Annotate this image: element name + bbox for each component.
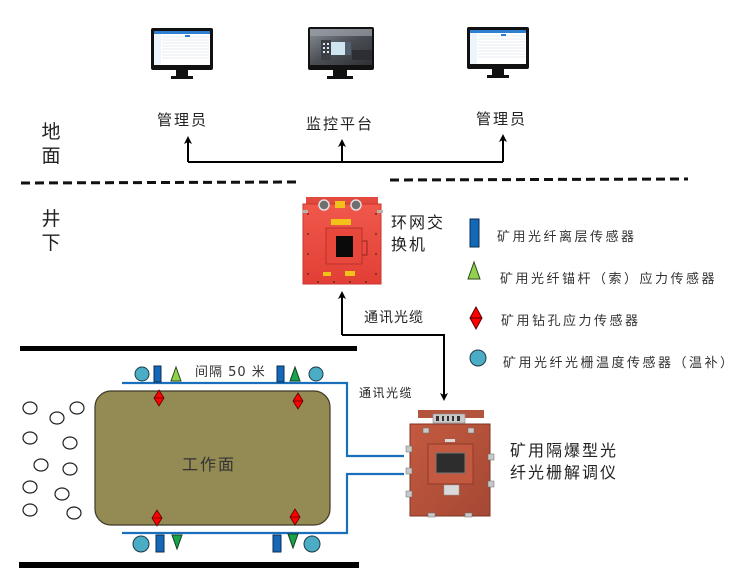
- monitor-screen: [154, 31, 210, 65]
- monitor-screen: [470, 30, 526, 64]
- temperature-sensor: [132, 535, 150, 553]
- separation-sensor: [272, 534, 282, 553]
- goaf-circle: [33, 458, 49, 472]
- separation-sensor: [276, 365, 285, 383]
- borehole-stress-sensors: [151, 389, 304, 527]
- legend-separation-sensor-icon: [469, 218, 480, 248]
- anchor-stress-sensor: [289, 365, 301, 382]
- demodulator-label: 矿用隔爆型光 纤光栅解调仪: [510, 440, 640, 484]
- zone-label-surface: 地面: [41, 121, 61, 167]
- branch-cable-top: [122, 381, 404, 458]
- temperature-sensor: [134, 366, 150, 382]
- goaf-circle: [62, 436, 78, 450]
- branch-cable-label: 通讯光缆: [359, 386, 414, 400]
- demodulator-label-plate: [443, 484, 460, 496]
- monitor-neck: [492, 69, 504, 75]
- borehole-sensor-bottom-left: [151, 509, 163, 527]
- goaf-circle: [22, 480, 38, 494]
- ma-safety-plate: [335, 201, 345, 208]
- main-cable-label: 通讯光缆: [364, 310, 424, 326]
- switch-window: [336, 236, 353, 257]
- bottom-roadway-sensors: [132, 533, 321, 553]
- legend-anchor-stress-sensor-icon: [467, 260, 481, 280]
- temperature-sensor: [308, 366, 324, 382]
- branch-cable-bottom: [122, 472, 404, 535]
- legend-icons: [467, 218, 487, 367]
- table-lines: [162, 36, 209, 59]
- goaf-circle: [62, 462, 78, 476]
- roadway-wall-bottom: [19, 562, 359, 568]
- legend-label-temperature-sensor: 矿用光纤光栅温度传感器（温补）: [503, 356, 736, 371]
- demodulator-clamps: [405, 427, 495, 518]
- roadway-wall-top: [20, 346, 357, 351]
- borehole-sensor-bottom-right: [289, 508, 301, 526]
- borehole-sensor-top-left: [153, 389, 165, 407]
- goaf-circle: [69, 401, 85, 415]
- ring-switch-label-line2: 换机: [391, 235, 428, 254]
- anchor-stress-sensor: [287, 533, 299, 550]
- monitor-admin-right: [467, 27, 529, 78]
- surface-network-bus: [184, 134, 507, 163]
- ring-switch-label: 环网交 换机: [391, 212, 461, 256]
- anchor-stress-sensor: [170, 365, 182, 382]
- ring-network-switch: [302, 197, 383, 285]
- legend-label-separation-sensor: 矿用光纤离层传感器: [497, 230, 637, 245]
- monitor-neck: [333, 70, 347, 76]
- label-admin-right: 管理员: [476, 110, 528, 128]
- ring-switch-label-line1: 环网交: [391, 213, 446, 232]
- goaf-rock-circles: [22, 401, 85, 520]
- sensor-interval-label: 间隔 50 米: [195, 365, 266, 380]
- work-face-label: 工作面: [182, 455, 237, 474]
- goaf-circle: [22, 503, 38, 517]
- legend-label-anchor-stress-sensor: 矿用光纤锚杆（索）应力传感器: [500, 272, 718, 287]
- top-roadway-sensors: [134, 365, 324, 383]
- zone-label-underground: 井下: [41, 208, 61, 254]
- separation-sensor: [155, 534, 165, 553]
- legend-label-borehole-stress-sensor: 矿用钻孔应力传感器: [501, 314, 641, 329]
- borehole-sensor-top-right: [292, 392, 304, 410]
- separation-sensor: [153, 365, 162, 383]
- demodulator-display: [435, 452, 466, 474]
- demodulator-label-line1: 矿用隔爆型光: [510, 441, 619, 460]
- goaf-circle: [22, 401, 38, 415]
- switch-nameplate: [331, 219, 351, 225]
- video-wall-screen: [331, 42, 345, 55]
- monitor-admin-left: [151, 28, 213, 79]
- cable-gland-left: [318, 199, 330, 211]
- monitor-neck: [176, 70, 188, 76]
- bolts: [307, 213, 377, 283]
- monitor-platform: [308, 27, 374, 79]
- demodulator-label-line2: 纤光栅解调仪: [510, 463, 619, 482]
- legend-temperature-sensor-icon: [469, 349, 487, 367]
- temperature-sensor: [303, 535, 321, 553]
- legend-borehole-stress-sensor-icon: [469, 305, 483, 331]
- cable-gland-right: [350, 199, 362, 211]
- anchor-stress-sensor: [171, 534, 183, 551]
- fiber-grating-demodulator: [405, 410, 495, 518]
- work-face-panel: [94, 390, 331, 526]
- goaf-circle: [54, 487, 70, 501]
- switch-handle: [362, 240, 368, 256]
- label-admin-left: 管理员: [157, 111, 209, 129]
- monitor-stand: [171, 76, 193, 79]
- goaf-circle: [49, 411, 65, 425]
- video-wall: [323, 43, 329, 53]
- label-monitor-platform: 监控平台: [306, 115, 375, 133]
- monitor-stand: [327, 76, 353, 79]
- main-communication-cable: [338, 291, 448, 401]
- cable-arrow-to-demodulator: [342, 334, 448, 401]
- surface-boundary-right: [389, 177, 689, 182]
- monitor-stand: [487, 75, 509, 78]
- surface-boundary-left: [20, 180, 300, 185]
- goaf-circle: [22, 431, 38, 445]
- goaf-circle: [66, 506, 82, 520]
- table-lines: [478, 35, 525, 58]
